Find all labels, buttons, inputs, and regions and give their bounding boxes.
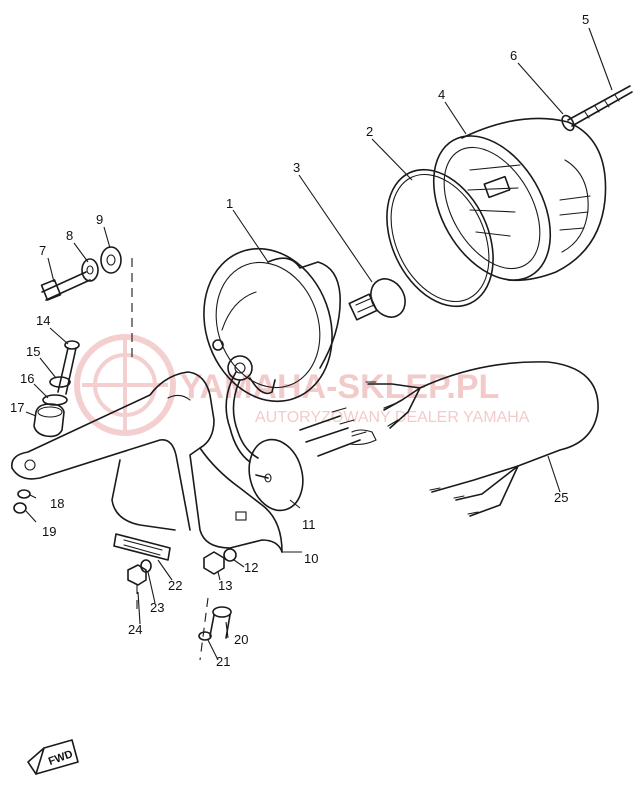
part-9-nut — [100, 246, 122, 274]
part-1-lamp-base — [203, 247, 341, 403]
watermark-logo — [74, 334, 176, 436]
part-12-washer — [223, 548, 237, 562]
callout-25: 25 — [554, 490, 568, 505]
watermark-title: YAMAHA-SKLEP.PL — [180, 368, 499, 406]
callout-22: 22 — [168, 578, 182, 593]
callout-17: 17 — [10, 400, 24, 415]
callout-1: 1 — [226, 196, 233, 211]
callout-labels: 1 2 3 4 5 6 7 8 9 10 11 12 13 14 15 16 1… — [10, 12, 589, 669]
callout-3: 3 — [293, 160, 300, 175]
callout-10: 10 — [304, 551, 318, 566]
part-21-washer — [198, 631, 212, 641]
callout-8: 8 — [66, 228, 73, 243]
part-22-plate-strip — [113, 533, 171, 561]
part-5-screw — [567, 85, 633, 127]
callout-20: 20 — [234, 632, 248, 647]
part-25-wire-harness — [365, 361, 599, 517]
part-18-nut — [17, 489, 31, 499]
callout-9: 9 — [96, 212, 103, 227]
part-13-nut — [203, 551, 225, 575]
lamp-wire-leads — [225, 371, 377, 463]
callout-2: 2 — [366, 124, 373, 139]
watermark: YAMAHA-SKLEP.PL AUTORYZOWANY DEALER YAMA… — [74, 334, 530, 436]
part-4-lamp-housing — [432, 117, 607, 282]
callout-12: 12 — [244, 560, 258, 575]
part-24-nut — [127, 564, 147, 586]
leader-lines — [25, 27, 613, 661]
callout-24: 24 — [128, 622, 142, 637]
callout-19: 19 — [42, 524, 56, 539]
fwd-label: FWD — [47, 748, 75, 768]
part-2-gasket-ring — [386, 168, 494, 308]
callout-11: 11 — [302, 517, 316, 532]
part-6-washer — [561, 114, 575, 132]
callout-4: 4 — [438, 87, 445, 102]
callout-15: 15 — [26, 344, 40, 359]
part-3-bulb — [348, 278, 406, 321]
part-10-bracket — [11, 371, 283, 553]
assembly-line-screw — [199, 597, 209, 661]
part-17-grommet — [33, 403, 65, 438]
fwd-arrow-icon: FWD — [27, 739, 79, 775]
part-15-collar — [49, 376, 71, 388]
callout-18: 18 — [50, 496, 64, 511]
callout-13: 13 — [218, 578, 232, 593]
callout-7: 7 — [39, 243, 46, 258]
part-8-washer — [81, 258, 99, 282]
callout-21: 21 — [216, 654, 230, 669]
part-19-washer — [13, 502, 27, 514]
callout-16: 16 — [20, 371, 34, 386]
part-14-stud-bolt — [57, 340, 80, 395]
part-20-screw — [209, 606, 232, 639]
callout-6: 6 — [510, 48, 517, 63]
callout-23: 23 — [150, 600, 164, 615]
callout-14: 14 — [36, 313, 50, 328]
part-11-reflector — [248, 438, 304, 512]
callout-5: 5 — [582, 12, 589, 27]
part-7-bolt — [40, 271, 91, 301]
